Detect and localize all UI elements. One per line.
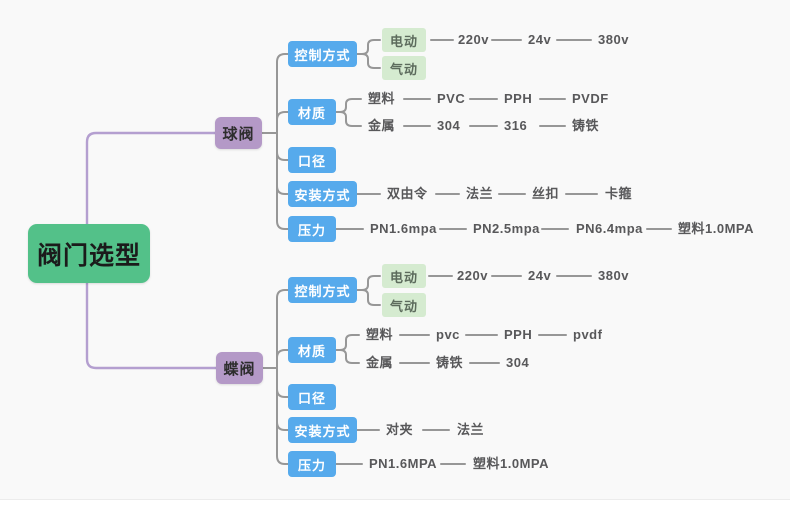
ball-leaf-plastic[interactable]: 塑料	[368, 91, 396, 106]
canvas-bottom-edge	[0, 499, 790, 506]
ball-category-control-mode[interactable]: 控制方式	[288, 41, 357, 67]
ball-leaf-double-union[interactable]: 双由令	[387, 186, 428, 201]
ball-leaf-clamp[interactable]: 卡箍	[605, 186, 633, 201]
ball-leaf-cast-iron[interactable]: 铸铁	[572, 118, 600, 133]
butterfly-valve-connectors	[262, 275, 592, 465]
bfly-category-pressure[interactable]: 压力	[288, 451, 336, 477]
ball-leaf-plastic-10mpa[interactable]: 塑料1.0MPA	[678, 221, 754, 236]
ball-leaf-304[interactable]: 304	[437, 118, 461, 133]
bfly-category-material[interactable]: 材质	[288, 337, 336, 363]
bfly-leaf-pvdf[interactable]: pvdf	[573, 327, 603, 342]
ball-leaf-thread[interactable]: 丝扣	[532, 186, 560, 201]
bfly-leaf-380v[interactable]: 380v	[598, 268, 629, 283]
bfly-leaf-metal[interactable]: 金属	[366, 355, 394, 370]
ball-leaf-pvdf[interactable]: PVDF	[572, 91, 609, 106]
bfly-tag-electric[interactable]: 电动	[382, 264, 426, 288]
bfly-leaf-plastic-10mpa[interactable]: 塑料1.0MPA	[473, 456, 549, 471]
ball-leaf-pvc[interactable]: PVC	[437, 91, 466, 106]
ball-leaf-220v[interactable]: 220v	[458, 32, 489, 47]
bfly-leaf-pph[interactable]: PPH	[504, 327, 533, 342]
bfly-leaf-cast-iron[interactable]: 铸铁	[436, 355, 464, 370]
ball-leaf-24v[interactable]: 24v	[528, 32, 552, 47]
ball-leaf-pn25[interactable]: PN2.5mpa	[473, 221, 540, 236]
ball-valve-connectors	[261, 39, 672, 230]
bfly-leaf-pvc[interactable]: pvc	[436, 327, 460, 342]
branch-node-butterfly-valve[interactable]: 蝶阀	[216, 352, 263, 384]
bfly-leaf-flange[interactable]: 法兰	[457, 422, 485, 437]
bfly-category-diameter[interactable]: 口径	[288, 384, 336, 410]
ball-category-installation[interactable]: 安装方式	[288, 181, 357, 207]
bfly-leaf-wafer[interactable]: 对夹	[386, 422, 414, 437]
ball-leaf-380v[interactable]: 380v	[598, 32, 629, 47]
ball-leaf-pn64[interactable]: PN6.4mpa	[576, 221, 643, 236]
ball-leaf-pph[interactable]: PPH	[504, 91, 533, 106]
ball-tag-electric[interactable]: 电动	[382, 28, 426, 52]
branch-node-ball-valve[interactable]: 球阀	[215, 117, 262, 149]
bfly-leaf-24v[interactable]: 24v	[528, 268, 552, 283]
bfly-leaf-220v[interactable]: 220v	[457, 268, 488, 283]
ball-tag-pneumatic[interactable]: 气动	[382, 56, 426, 80]
ball-leaf-flange[interactable]: 法兰	[466, 186, 494, 201]
root-connectors	[85, 131, 218, 370]
root-node-valve-selection[interactable]: 阀门选型	[28, 224, 150, 283]
ball-category-material[interactable]: 材质	[288, 99, 336, 125]
ball-leaf-metal[interactable]: 金属	[368, 118, 396, 133]
bfly-leaf-pn16[interactable]: PN1.6MPA	[369, 456, 438, 471]
ball-leaf-316[interactable]: 316	[504, 118, 528, 133]
bfly-category-installation[interactable]: 安装方式	[288, 417, 357, 443]
bfly-category-control-mode[interactable]: 控制方式	[288, 277, 357, 303]
ball-category-pressure[interactable]: 压力	[288, 216, 336, 242]
bfly-leaf-304[interactable]: 304	[506, 355, 530, 370]
bfly-leaf-plastic[interactable]: 塑料	[366, 327, 394, 342]
bfly-tag-pneumatic[interactable]: 气动	[382, 293, 426, 317]
ball-leaf-pn16[interactable]: PN1.6mpa	[370, 221, 437, 236]
ball-category-diameter[interactable]: 口径	[288, 147, 336, 173]
